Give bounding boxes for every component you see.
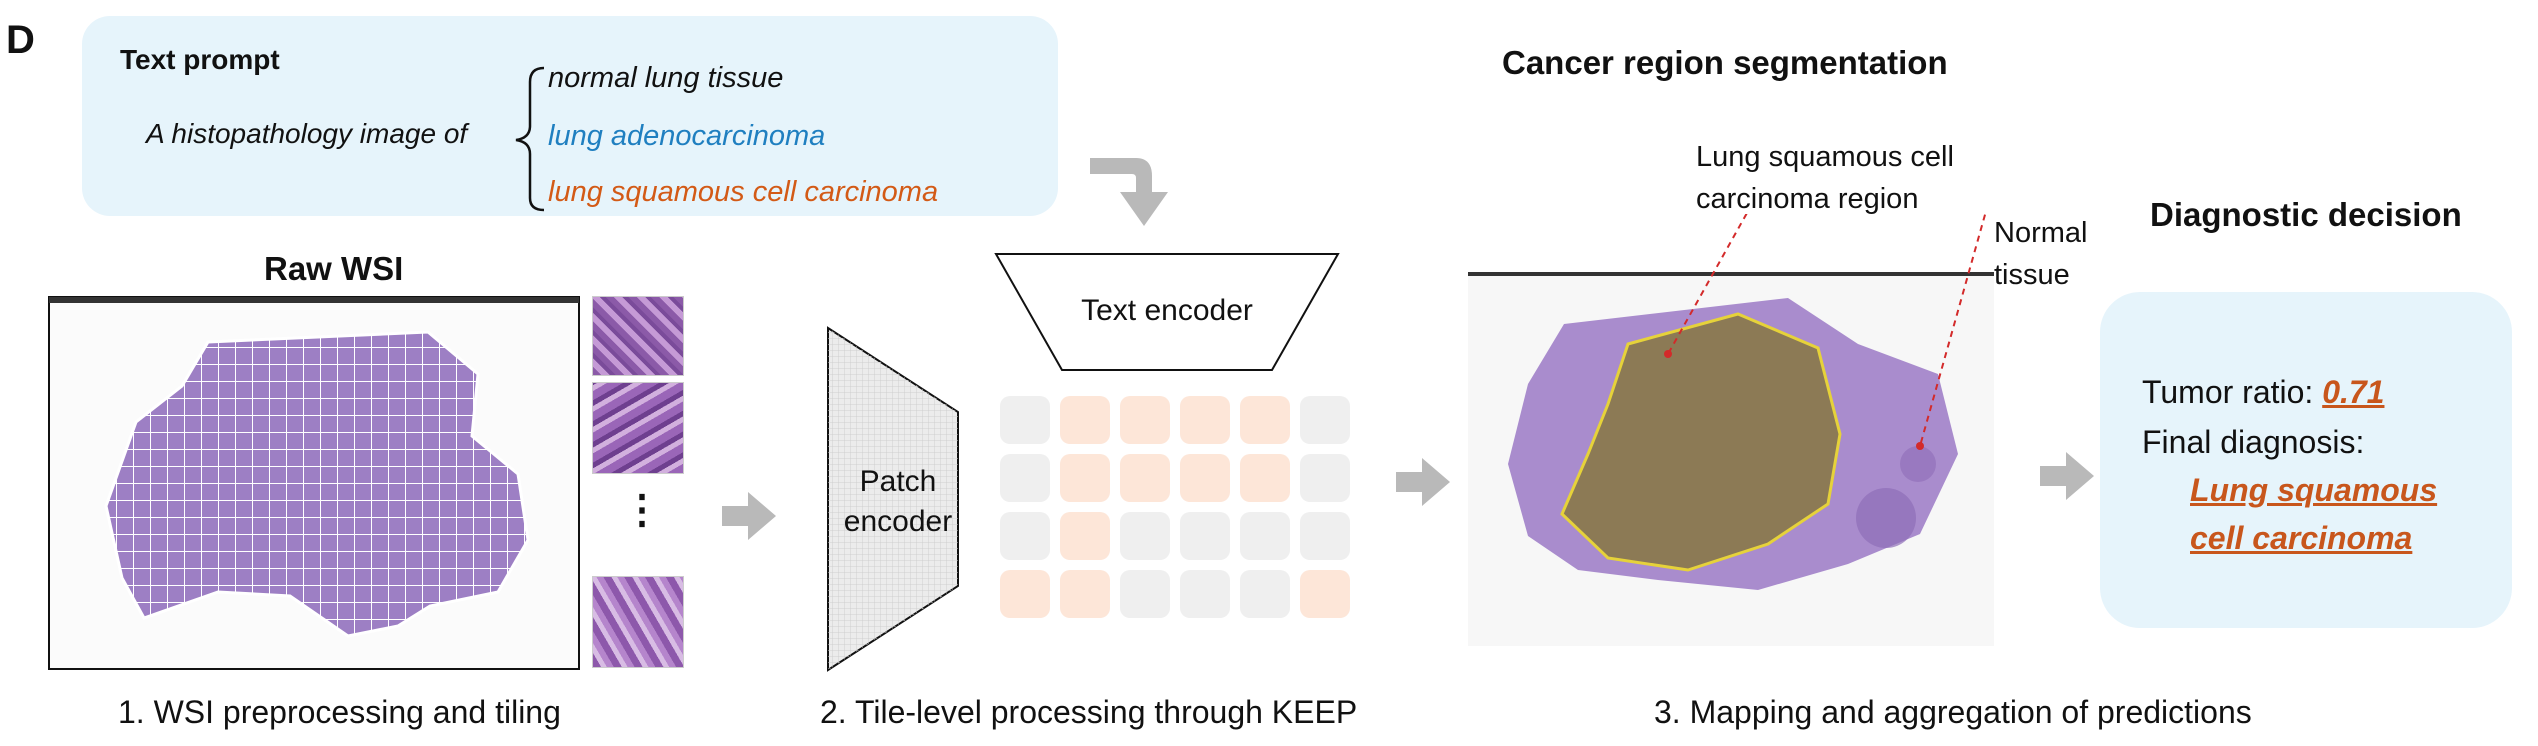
grid-cell (1120, 570, 1170, 618)
normal-tissue-label-line1: Normal (1994, 217, 2088, 249)
curly-brace-icon (515, 66, 545, 212)
grid-cell (1240, 570, 1290, 618)
grid-cell-highlighted (1060, 570, 1110, 618)
text-encoder-shape (994, 253, 1340, 371)
final-diagnosis-label: Final diagnosis: (2142, 424, 2365, 460)
grid-cell-highlighted (1060, 454, 1110, 502)
tumor-ratio-label: Tumor ratio: (2142, 374, 2323, 410)
grid-cell-highlighted (1120, 454, 1170, 502)
grid-cell-highlighted (1240, 454, 1290, 502)
cancer-region-label: Lung squamous cell carcinoma region (1696, 136, 1954, 220)
grid-cell-highlighted (1240, 396, 1290, 444)
raw-wsi-image (48, 296, 580, 670)
step3-caption: 3. Mapping and aggregation of prediction… (1654, 694, 2252, 730)
grid-cell-highlighted (1180, 454, 1230, 502)
text-prompt-lead: A histopathology image of (146, 118, 468, 149)
grid-cell (1300, 454, 1350, 502)
prompt-option-normal: normal lung tissue (548, 62, 784, 94)
grid-cell (1300, 512, 1350, 560)
grid-cell (1120, 512, 1170, 560)
prompt-option-adenocarcinoma: lung adenocarcinoma (548, 120, 826, 152)
grid-cell (1000, 396, 1050, 444)
curved-arrow-icon (1090, 158, 1168, 226)
patch-encoder-label: Patch encoder (838, 462, 958, 542)
cancer-region-label-line2: carcinoma region (1696, 183, 1919, 215)
tumor-ratio-line: Tumor ratio: 0.71 (2142, 374, 2384, 411)
step2-caption: 2. Tile-level processing through KEEP (820, 694, 1358, 730)
tile-prediction-grid (1000, 396, 1355, 618)
grid-cell-highlighted (1180, 396, 1230, 444)
tumor-ratio-value: 0.71 (2322, 374, 2385, 410)
patch-thumbnail (592, 296, 684, 376)
grid-cell (1300, 396, 1350, 444)
segmentation-title: Cancer region segmentation (1502, 44, 1948, 81)
grid-cell (1000, 454, 1050, 502)
patch-encoder-shape (827, 326, 959, 672)
patch-encoder-label-line2: encoder (843, 505, 953, 538)
patch-thumbnail (592, 576, 684, 668)
grid-cell-highlighted (1060, 512, 1110, 560)
grid-cell-highlighted (1120, 396, 1170, 444)
arrow-right-icon (722, 492, 776, 540)
diagnosis-title: Diagnostic decision (2150, 196, 2462, 233)
patch-encoder-label-line1: Patch (859, 465, 937, 498)
cancer-region-label-line1: Lung squamous cell (1696, 141, 1954, 173)
grid-cell (1000, 512, 1050, 560)
panel-letter: D (6, 18, 35, 62)
text-encoder-label: Text encoder (1081, 294, 1253, 327)
step1-caption: 1. WSI preprocessing and tiling (118, 694, 561, 730)
final-diagnosis-line1: Lung squamous (2190, 472, 2438, 508)
grid-cell (1240, 512, 1290, 560)
arrow-right-icon (2040, 452, 2094, 500)
patch-thumbnail (592, 382, 684, 474)
diagnosis-box (2100, 292, 2512, 628)
grid-cell-highlighted (1060, 396, 1110, 444)
grid-cell-highlighted (1300, 570, 1350, 618)
arrow-right-icon (1396, 458, 1450, 506)
segmentation-image (1468, 214, 1994, 646)
text-prompt-box (82, 16, 1058, 216)
prompt-option-squamous: lung squamous cell carcinoma (548, 176, 939, 208)
final-diagnosis-line2: cell carcinoma (2190, 520, 2413, 556)
raw-wsi-title: Raw WSI (264, 250, 404, 287)
normal-tissue-label-line2: tissue (1994, 259, 2070, 291)
grid-cell-highlighted (1000, 570, 1050, 618)
ellipsis-icon: ⋮ (622, 488, 662, 532)
grid-cell (1180, 570, 1230, 618)
text-prompt-title: Text prompt (120, 44, 280, 75)
normal-tissue-label: Normal tissue (1994, 212, 2087, 296)
grid-cell (1180, 512, 1230, 560)
